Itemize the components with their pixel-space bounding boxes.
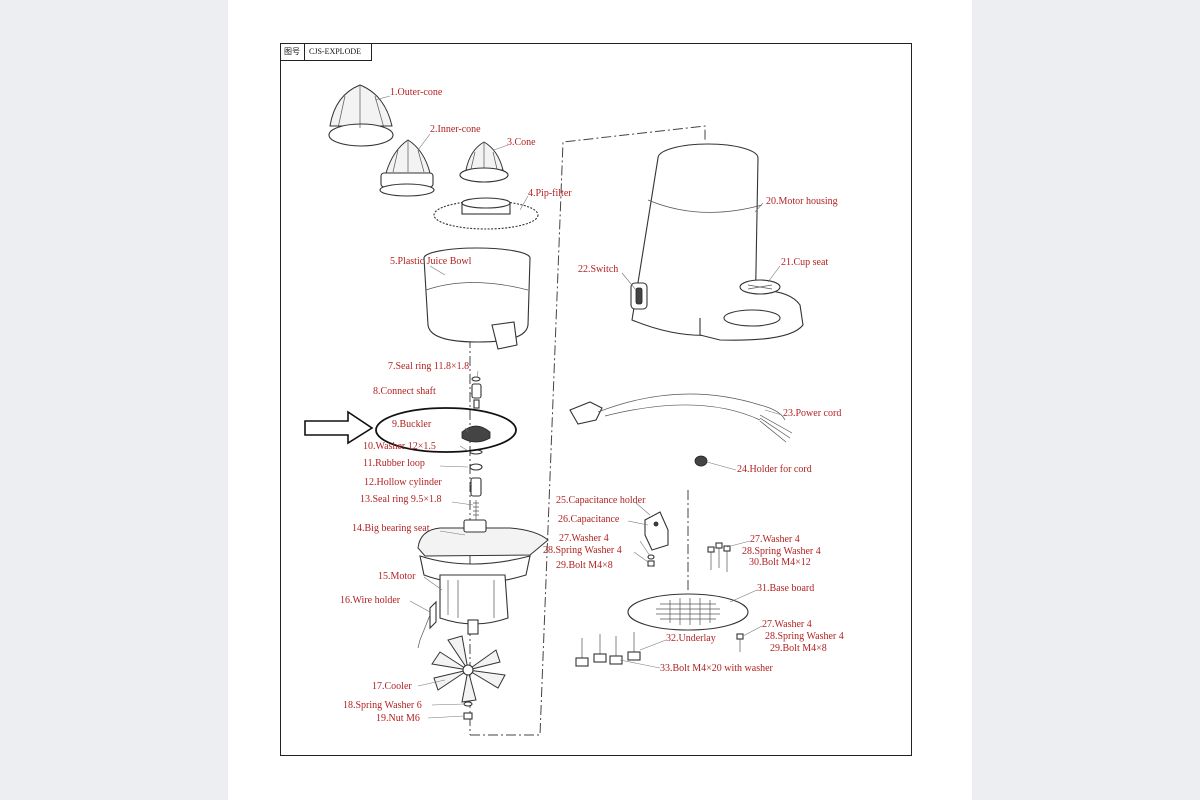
label-motor: 15.Motor [378, 571, 416, 582]
pip-filter-part [433, 197, 539, 230]
inner-cone-part [379, 139, 435, 197]
label-washer-4-c: 27.Washer 4 [762, 619, 812, 630]
label-rubber-loop: 11.Rubber loop [363, 458, 425, 469]
label-outer-cone: 1.Outer-cone [390, 87, 443, 98]
label-washer-12: 10.Washer 12×1.5 [363, 441, 436, 452]
nut-and-washer-parts [463, 701, 473, 720]
label-bolt-m4x8-a: 29.Bolt M4×8 [556, 560, 613, 571]
label-spring-washer-4-b: 28.Spring Washer 4 [742, 546, 821, 557]
title-block: 图号 CJS-EXPLODE [280, 43, 372, 61]
label-base-board: 31.Base board [757, 583, 814, 594]
label-wire-holder: 16.Wire holder [340, 595, 401, 606]
base-board-part [627, 593, 749, 631]
label-bolt-m4x8-c: 29.Bolt M4×8 [770, 643, 827, 654]
motor-part [439, 574, 509, 635]
cup-seat-part [739, 279, 781, 295]
label-seal-ring-11-8: 7.Seal ring 11.8×1.8 [388, 361, 469, 372]
big-bearing-seat-part [417, 519, 549, 584]
label-inner-cone: 2.Inner-cone [430, 124, 481, 135]
label-spring-washer-4-c: 28.Spring Washer 4 [765, 631, 844, 642]
switch-part [630, 282, 648, 310]
buckler-highlight-ellipse [375, 407, 517, 453]
label-capacitance: 26.Capacitance [558, 514, 620, 525]
cone-part [459, 141, 509, 183]
wire-holder-part [417, 600, 437, 649]
label-spring-washer-4-a: 28.Spring Washer 4 [543, 545, 622, 556]
drawing-number-label: 图号 [280, 43, 305, 60]
label-motor-housing: 20.Motor housing [766, 196, 838, 207]
drawing-frame [280, 43, 912, 756]
label-cooler: 17.Cooler [372, 681, 412, 692]
plastic-juice-bowl-part [423, 247, 531, 350]
label-big-bearing-seat: 14.Big bearing seat [352, 523, 430, 534]
cooler-part [431, 635, 506, 703]
label-nut-m6: 19.Nut M6 [376, 713, 420, 724]
part-labels: 1.Outer-cone 2.Inner-cone 3.Cone 4.Pip-f… [340, 87, 844, 724]
leader-lines [374, 95, 783, 719]
drawing-code: CJS-EXPLODE [309, 47, 362, 56]
label-plastic-juice-bowl: 5.Plastic Juice Bowl [390, 256, 472, 267]
fastener-set-lower [736, 633, 744, 652]
label-cup-seat: 21.Cup seat [781, 257, 828, 268]
label-holder-for-cord: 24.Holder for cord [737, 464, 812, 475]
label-pip-filter: 4.Pip-filter [528, 188, 572, 199]
label-capacitance-holder: 25.Capacitance holder [556, 495, 646, 506]
label-switch: 22.Switch [578, 264, 618, 275]
fastener-set-upper [707, 542, 731, 572]
label-bolt-m4x20: 33.Bolt M4×20 with washer [660, 663, 774, 674]
arrow-right-icon [304, 410, 374, 445]
label-power-cord: 23.Power cord [783, 408, 841, 419]
label-connect-shaft: 8.Connect shaft [373, 386, 436, 397]
label-hollow-cylinder: 12.Hollow cylinder [364, 477, 442, 488]
label-bolt-m4x12: 30.Bolt M4×12 [749, 557, 811, 568]
capacitance-part [644, 511, 669, 567]
label-spring-washer-6: 18.Spring Washer 6 [343, 700, 422, 711]
power-cord-part [569, 393, 793, 443]
label-underlay: 32.Underlay [666, 633, 716, 644]
motor-housing-part [631, 143, 804, 341]
label-washer-4-a: 27.Washer 4 [559, 533, 609, 544]
holder-for-cord-part [694, 455, 708, 467]
outer-cone-part [328, 84, 394, 147]
underlay-feet-parts [575, 632, 641, 667]
label-seal-ring-9-5: 13.Seal ring 9.5×1.8 [360, 494, 441, 505]
label-washer-4-b: 27.Washer 4 [750, 534, 800, 545]
shaft-stack-parts [461, 376, 491, 520]
label-buckler: 9.Buckler [392, 419, 432, 430]
label-cone: 3.Cone [507, 137, 536, 148]
assembly-connector-line [470, 125, 706, 736]
